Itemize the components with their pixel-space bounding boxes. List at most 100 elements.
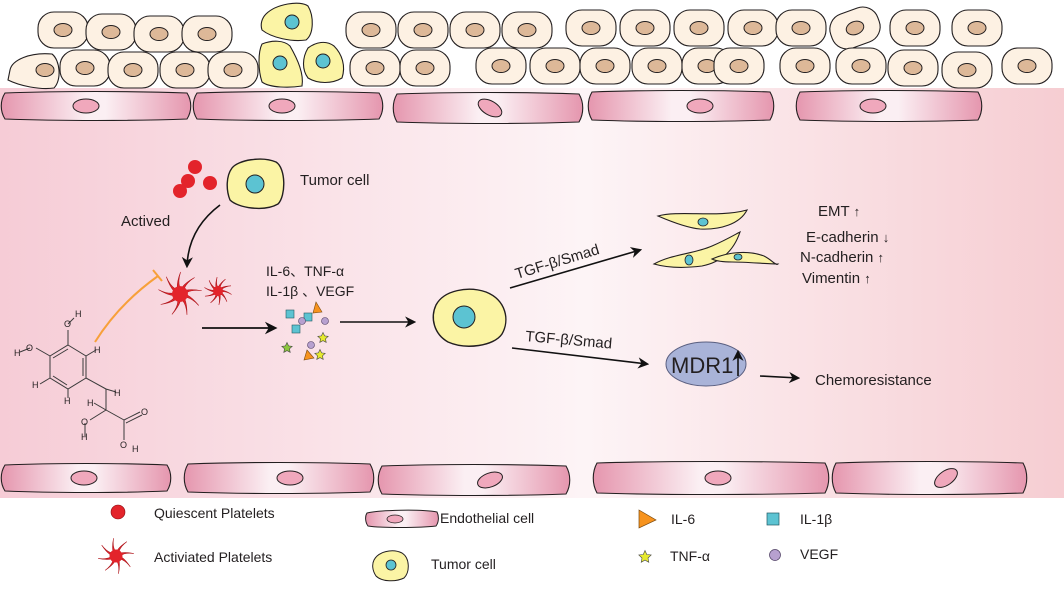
vegf-marker: [307, 341, 315, 349]
tissue-cell: [59, 49, 111, 87]
emt-marker-arrow: ↑: [878, 250, 885, 265]
bond: [93, 402, 107, 411]
platelet-core: [212, 285, 224, 297]
tissue-cell-nucleus: [413, 23, 433, 37]
legend-quiescent-label: Quiescent Platelets: [154, 505, 275, 521]
endothelial-cell: [183, 461, 375, 495]
tissue-cell: [775, 9, 827, 47]
tissue-cell-nucleus: [491, 59, 511, 73]
tissue-cell: [399, 49, 451, 87]
platelet-arms: [98, 538, 134, 574]
tissue-cell-nucleus: [197, 27, 217, 41]
tissue-cell: [37, 11, 89, 49]
bond: [105, 409, 125, 421]
invading-tumor-cell: [258, 40, 303, 88]
legend-endothelial-icon: [365, 509, 439, 528]
legend-activated-icon: [98, 538, 134, 574]
tumor-cell-center: [432, 288, 507, 347]
endothelial-cell: [795, 89, 983, 123]
il1b-marker: [303, 312, 313, 322]
quiescent-platelets: [173, 160, 217, 198]
tissue-cell-nucleus: [365, 61, 385, 75]
endothelial-row-top: [0, 89, 983, 125]
endothelial-cell-nucleus: [934, 468, 958, 488]
tissue-cell-nucleus: [53, 23, 73, 37]
activation-arrow: [181, 204, 221, 269]
tissue-cell-nucleus: [545, 59, 565, 73]
tissue-cell: [181, 15, 233, 53]
invading-tumor-cells: [258, 2, 345, 88]
legend-tnfa-label: TNF-α: [670, 548, 710, 564]
tissue-cell: [449, 11, 501, 49]
legend-tumor-nucleus: [385, 559, 397, 571]
invading-tumor-cell: [260, 2, 313, 42]
tissue-cell-nucleus: [123, 63, 143, 77]
tissue-cell: [579, 47, 631, 85]
quiescent-platelet: [203, 176, 217, 190]
tissue-cell: [207, 51, 259, 89]
atom-H: H: [87, 398, 94, 408]
emt-marker-arrow: ↓: [883, 230, 890, 245]
endothelial-cell-nucleus: [704, 470, 732, 486]
mdr1-label: MDR1: [671, 353, 733, 378]
tissue-cell-nucleus: [905, 21, 925, 35]
atom-H: H: [114, 388, 121, 398]
atom-O: O: [26, 343, 33, 353]
quiescent-platelet: [181, 174, 195, 188]
endothelial-cell-body: [795, 89, 983, 123]
tissue-cell: [133, 15, 185, 53]
legend-il1b-icon: [766, 512, 780, 526]
endothelial-cell: [592, 460, 830, 496]
tissue-cell-nucleus: [465, 23, 485, 37]
quiescent-platelet: [188, 160, 202, 174]
mdr1-ellipse: [665, 341, 747, 387]
tissue-cell-nucleus: [149, 27, 169, 41]
atom-O: O: [64, 319, 71, 329]
legend-vegf-label: VEGF: [800, 546, 838, 562]
emt-marker-label: E-cadherin ↓: [806, 229, 889, 246]
legend-il1b-label: IL-1β: [800, 511, 832, 527]
tissue-cell-nucleus: [957, 63, 977, 77]
mesenchymal-cell: [710, 251, 780, 265]
il6-marker: [312, 301, 323, 314]
atom-H: H: [94, 345, 101, 355]
tissue-cell-nucleus: [903, 61, 923, 75]
legend-endothelial-nucleus: [386, 514, 404, 524]
tnfa-marker: [314, 348, 326, 360]
bond: [125, 414, 143, 424]
endothelial-cell-nucleus: [686, 98, 714, 114]
tumor-cell-nucleus: [284, 14, 300, 30]
tumor-cell-label: Tumor cell: [300, 172, 369, 189]
tissue-cell: [349, 49, 401, 87]
tumor-cell-nucleus: [245, 174, 265, 194]
bond: [19, 347, 31, 353]
legend-tnfa-icon: [638, 549, 652, 563]
actived-label: Actived: [121, 213, 170, 230]
tissue-cell: [631, 47, 683, 85]
bond: [123, 411, 141, 421]
endothelial-cell: [377, 463, 571, 497]
activated-platelet: [158, 271, 202, 315]
tissue-cell: [107, 51, 159, 89]
platelet-arms: [158, 271, 202, 315]
tissue-cell: [1001, 47, 1053, 85]
tissue-cell: [779, 47, 831, 85]
bond: [67, 317, 75, 325]
endothelial-cell: [831, 460, 1028, 496]
endothelial-cell-body: [587, 89, 775, 123]
tissue-cell-nucleus: [729, 59, 749, 73]
tissue-cell-nucleus: [743, 21, 763, 35]
legend-tumor-icon: [372, 550, 409, 582]
tissue-cell: [475, 47, 527, 85]
legend-tumor-label: Tumor cell: [431, 556, 496, 572]
atom-H: H: [132, 444, 139, 454]
atom-O: O: [81, 417, 88, 427]
il6-marker: [303, 349, 315, 361]
chemical-atom-labels: O H O H H H H H H O H O O H: [14, 309, 148, 454]
tissue-cell-nucleus: [361, 23, 381, 37]
tissue-cell: [951, 9, 1003, 47]
endothelial-cell-nucleus: [268, 98, 296, 114]
tissue-cell-nucleus: [581, 21, 601, 35]
tissue-cell: [159, 51, 211, 89]
